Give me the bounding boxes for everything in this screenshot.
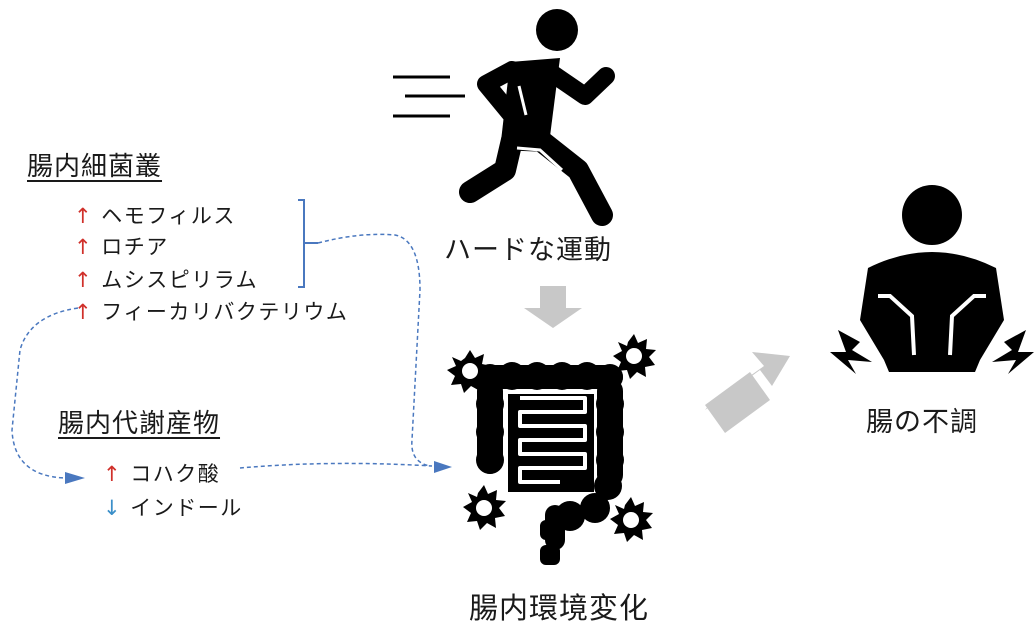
bacteria-name: ロチア bbox=[101, 235, 169, 259]
metabolite-item: ↑ コハク酸 bbox=[103, 458, 220, 488]
microbiota-item: ↑ ヘモフィルス bbox=[74, 200, 236, 230]
metabolite-name: コハク酸 bbox=[130, 462, 221, 486]
microbiota-item: ↑ ロチア bbox=[74, 231, 169, 261]
connector-arrowhead-gut bbox=[434, 461, 452, 473]
up-arrow-icon: ↑ bbox=[74, 300, 94, 324]
connector-arrowhead-metabolites bbox=[65, 472, 85, 484]
metabolite-item: ↓ インドール bbox=[103, 492, 243, 522]
bracket bbox=[298, 199, 318, 288]
running-person-icon bbox=[393, 9, 615, 226]
gut-change-label: 腸内環境変化 bbox=[469, 591, 650, 625]
bacteria-name: ムシスピリラム bbox=[101, 268, 259, 292]
metabolite-name: インドール bbox=[130, 496, 243, 520]
up-arrow-icon: ↑ bbox=[74, 204, 94, 228]
connector-bacteria-to-gut bbox=[317, 233, 431, 467]
microbiota-item: ↑ フィーカリバクテリウム bbox=[74, 296, 348, 326]
intestine-icon bbox=[447, 334, 656, 565]
exercise-label: ハードな運動 bbox=[444, 235, 612, 266]
gut-upset-label: 腸の不調 bbox=[866, 407, 978, 438]
down-arrow-icon: ↓ bbox=[103, 496, 123, 520]
down-flow-arrow bbox=[524, 286, 582, 328]
bacteria-name: ヘモフィルス bbox=[101, 204, 236, 228]
connector-bacteria-to-metabolites bbox=[11, 307, 79, 479]
microbiota-heading: 腸内細菌叢 bbox=[27, 152, 163, 182]
diagonal-flow-arrow bbox=[705, 352, 790, 433]
connector-metabolites-to-gut bbox=[239, 462, 433, 469]
up-arrow-icon: ↑ bbox=[74, 268, 94, 292]
up-arrow-icon: ↑ bbox=[74, 235, 94, 259]
stomach-ache-person-icon bbox=[830, 185, 1034, 374]
up-arrow-icon: ↑ bbox=[103, 462, 123, 486]
microbiota-item: ↑ ムシスピリラム bbox=[74, 264, 258, 294]
bacteria-name: フィーカリバクテリウム bbox=[101, 300, 349, 324]
metabolites-heading: 腸内代謝産物 bbox=[58, 409, 221, 439]
